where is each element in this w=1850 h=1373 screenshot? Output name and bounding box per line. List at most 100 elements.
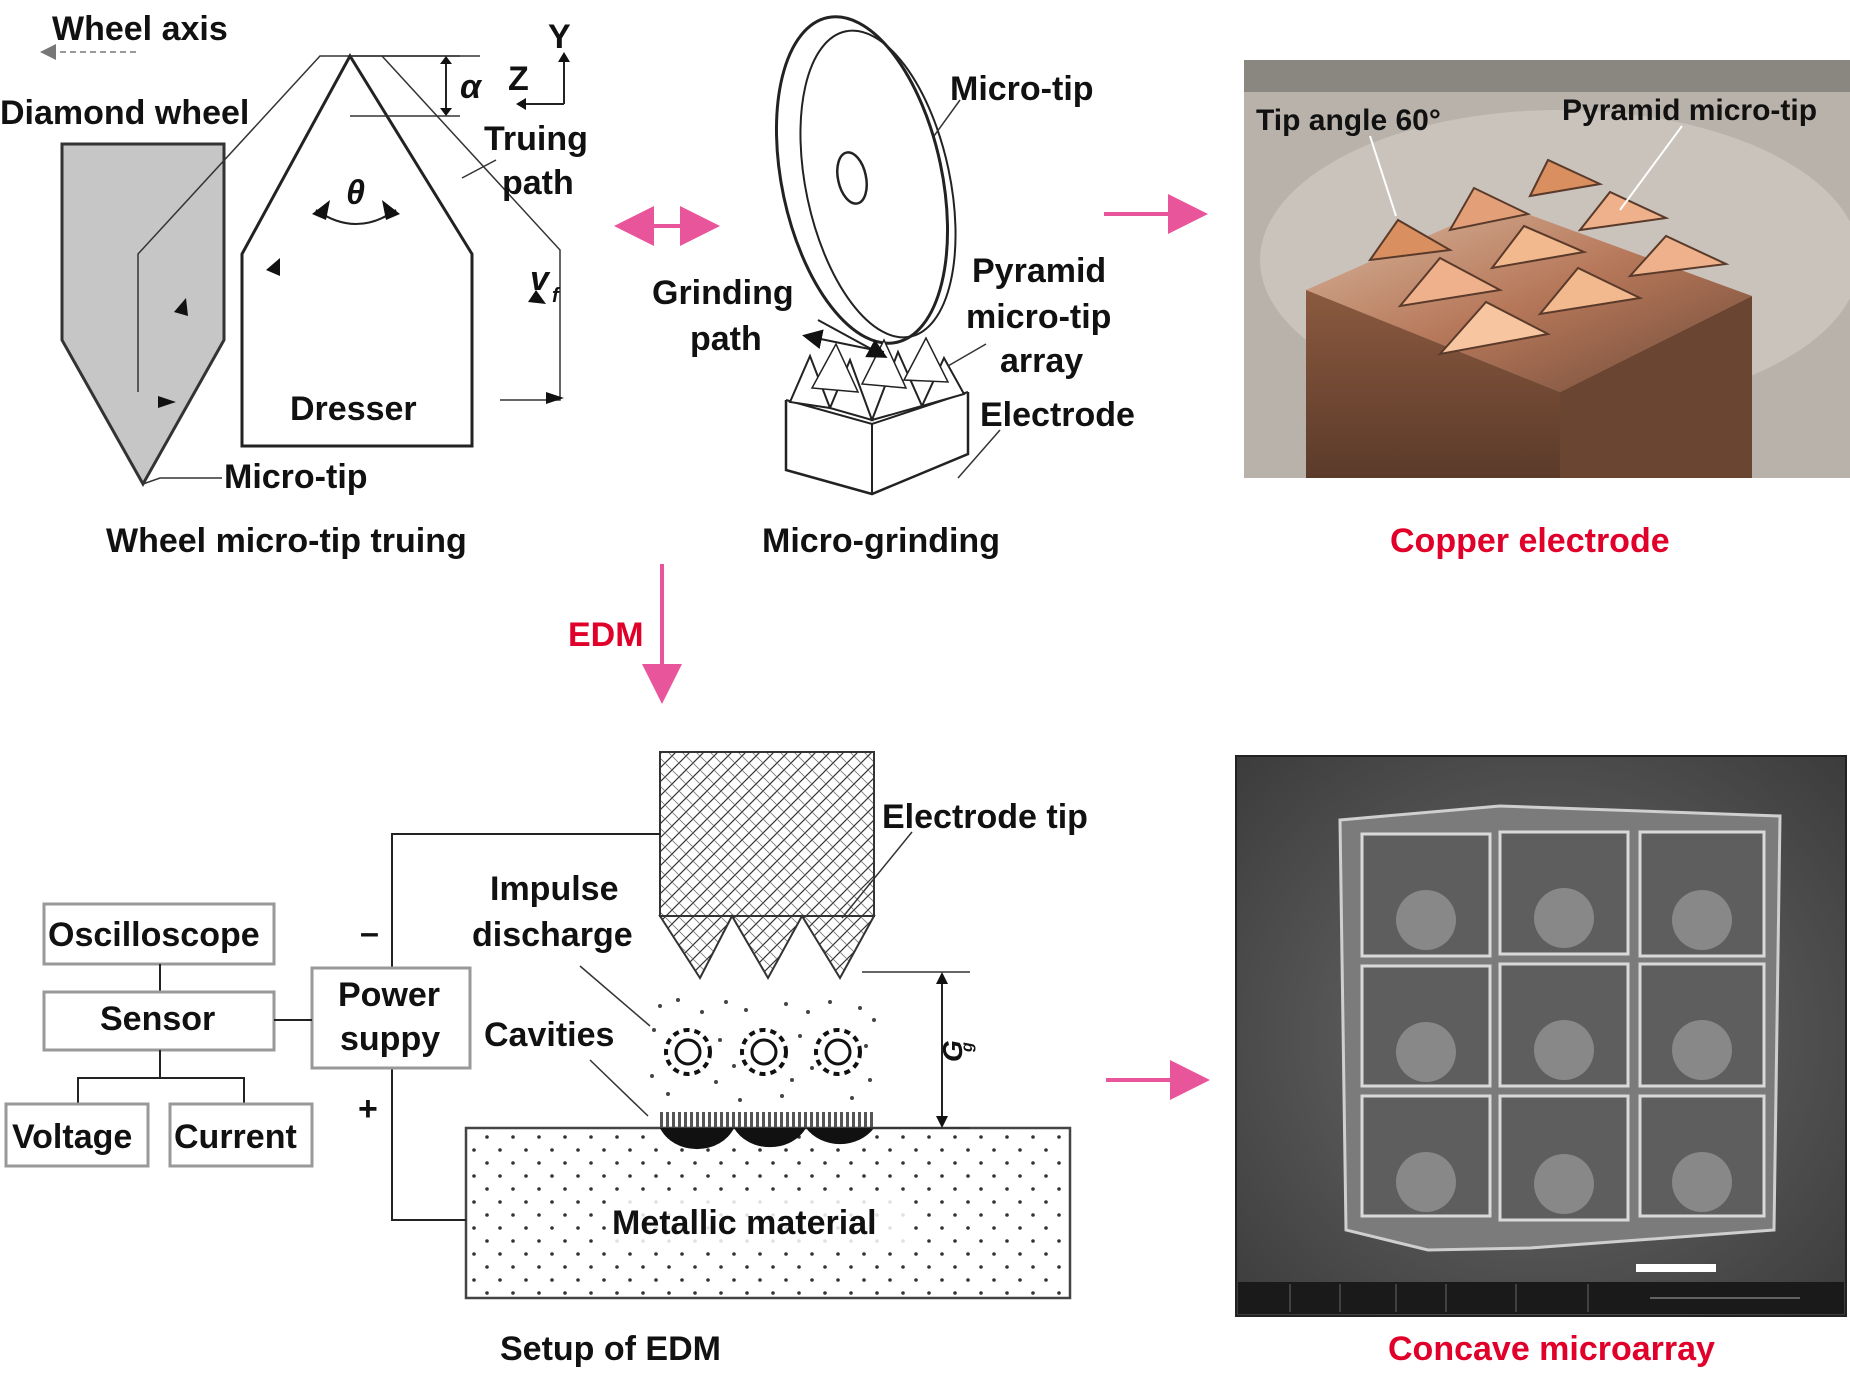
branch-bar: [77, 1077, 245, 1104]
oscilloscope-label: Oscilloscope: [48, 916, 260, 954]
path-arrow-5-icon: [546, 392, 564, 404]
edm-caption: Setup of EDM: [500, 1330, 721, 1368]
path-arrow-1-icon: [174, 298, 188, 316]
pyramid-micro-tip-leader: [1619, 125, 1683, 211]
sensor-label: Sensor: [100, 1000, 215, 1038]
truing-panel: Wheel axis Diamond wheel Dresser θ α: [0, 10, 588, 560]
pyramid-micro-tip-label: Pyramid micro-tip: [1562, 94, 1817, 127]
minus-sign: –: [360, 914, 379, 952]
sem-info-dividers: [1289, 1284, 1800, 1312]
truing-caption: Wheel micro-tip truing: [106, 522, 467, 560]
gap-arrow-up-icon: [936, 972, 948, 984]
diamond-wheel-label: Diamond wheel: [0, 94, 249, 132]
metallic-material-label: Metallic material: [612, 1204, 877, 1242]
edm-setup-panel: Electrode tip Impulse discharge C: [4, 751, 1088, 1368]
concave-microarray-sem: [1235, 755, 1847, 1317]
wheel-axis-label: Wheel axis: [52, 10, 228, 48]
edm-label: EDM: [568, 616, 644, 654]
gap-arrow-down-icon: [936, 1116, 948, 1128]
dresser-shape: [240, 53, 474, 448]
truing-path-leader: [461, 159, 497, 179]
truing-path-right: [381, 55, 561, 401]
current-label: Current: [174, 1118, 297, 1156]
electrode-leader: [957, 429, 1001, 479]
scale-bar: [1636, 1264, 1716, 1272]
positive-wire: [391, 1068, 466, 1221]
theta-arrow-right-icon: [382, 200, 400, 220]
impulse-discharge-leader: [579, 965, 651, 1027]
voltage-label: Voltage: [12, 1118, 132, 1156]
cavity-1: [660, 1128, 734, 1150]
power-supply-box: [310, 966, 472, 1070]
voltage-box: [4, 1102, 150, 1168]
alpha-arrow-down-icon: [440, 108, 452, 116]
grinding-micro-tip-label: Micro-tip: [950, 70, 1094, 108]
current-box: [168, 1102, 314, 1168]
copper-right-face: [1560, 296, 1752, 478]
concave-caption: Concave microarray: [1388, 1330, 1715, 1368]
copper-electrode-photo: Tip angle 60° Pyramid micro-tip: [1244, 60, 1850, 478]
cavity-3: [806, 1128, 874, 1145]
path-arrow-4-icon: [528, 290, 546, 304]
power-label-1: Power: [338, 976, 440, 1014]
oscilloscope-box: [42, 902, 276, 966]
theta-label: θ: [346, 174, 365, 212]
gap-subscript: g: [959, 1042, 976, 1053]
pyramid-label-3: array: [1000, 342, 1083, 380]
feed-velocity-subscript: f: [552, 285, 561, 307]
grinding-wheel-hole: [836, 151, 868, 205]
z-axis-label: Z: [508, 60, 529, 98]
diamond-wheel-shape: [60, 142, 226, 488]
electrode-tip-label: Electrode tip: [882, 798, 1088, 836]
cavities-label: Cavities: [484, 1016, 614, 1054]
path-arrow-3-icon: [266, 258, 280, 276]
theta-arrow-left-icon: [312, 200, 330, 220]
truing-micro-tip-label: Micro-tip: [224, 458, 368, 496]
surface-layer: [658, 1112, 874, 1128]
y-axis-arrow-icon: [558, 52, 570, 62]
micro-tip-leader: [142, 477, 222, 485]
power-label-2: suppy: [340, 1020, 440, 1058]
pyramid-label-1: Pyramid: [972, 252, 1106, 290]
impulse-label-1: Impulse: [490, 870, 618, 908]
grinding-panel: Micro-tip Grinding path Pyramid micro-ti…: [652, 15, 1135, 560]
grinding-electrode-label: Electrode: [980, 396, 1135, 434]
path-arrow-2-icon: [158, 396, 176, 408]
tip-angle-leader: [1369, 135, 1397, 217]
impulse-label-2: discharge: [472, 916, 633, 954]
grinding-path-arrow-right: [817, 319, 888, 358]
cavity-shading: [1396, 888, 1732, 1214]
wheel-axis-arrow-icon: [40, 44, 56, 60]
grinding-micro-tip-leader: [933, 99, 961, 137]
alpha-arrow-up-icon: [440, 56, 452, 64]
electrode-tip-leader: [841, 831, 913, 919]
truing-path-label-1: Truing: [484, 120, 588, 158]
gap-label: G: [937, 1040, 968, 1062]
electrode-tip-teeth: [658, 913, 876, 981]
copper-photo-top-band: [1244, 60, 1850, 92]
grinding-wheel-rim: [799, 29, 957, 339]
cavity-2: [734, 1128, 806, 1148]
copper-caption: Copper electrode: [1390, 522, 1670, 560]
plus-sign: +: [358, 1090, 378, 1128]
alpha-label: α: [460, 68, 483, 106]
cavities-leader: [589, 1059, 649, 1117]
pyramid-array: [788, 336, 966, 422]
grinding-path-label-1: Grinding: [652, 274, 794, 312]
tip-angle-label: Tip angle 60°: [1256, 104, 1441, 137]
grinding-path-label-2: path: [690, 320, 762, 358]
pyramid-array-leader: [947, 343, 987, 367]
metallic-label-bg: [608, 1198, 908, 1244]
grinding-caption: Micro-grinding: [762, 522, 1000, 560]
feed-velocity-label: v: [530, 260, 551, 298]
impulse-discharge-sparks: [650, 998, 876, 1102]
electrode-tip-block: [659, 751, 875, 917]
pyramid-label-2: micro-tip: [966, 298, 1111, 336]
copper-pyramids: [1367, 158, 1730, 356]
dresser-label: Dresser: [290, 390, 417, 428]
negative-wire: [391, 833, 660, 968]
z-axis-arrow-icon: [516, 98, 526, 110]
copper-left-face: [1306, 290, 1560, 478]
